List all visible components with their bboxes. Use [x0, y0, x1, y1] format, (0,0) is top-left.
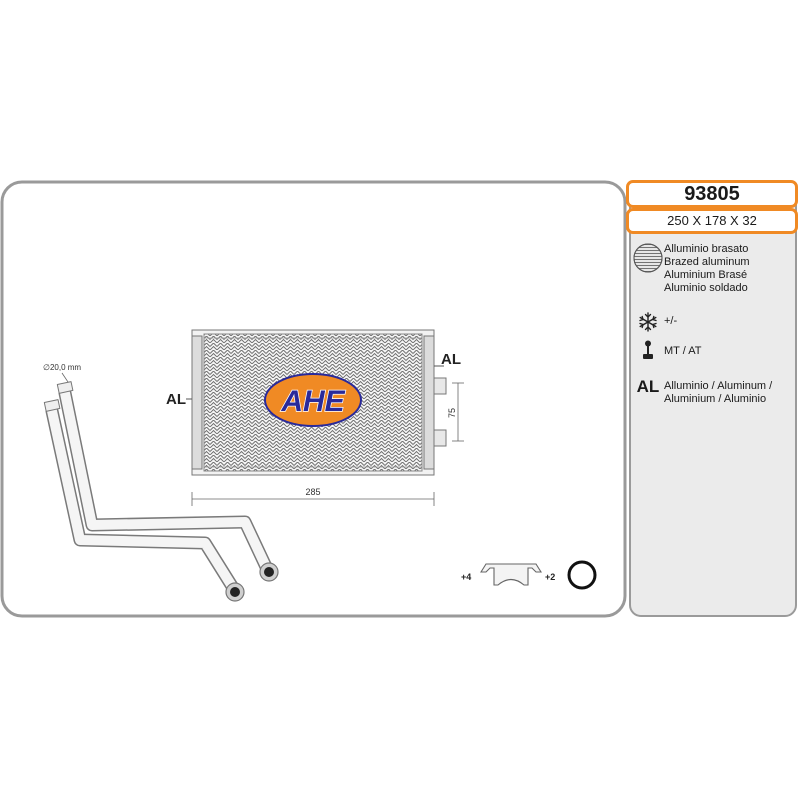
brazed-line-es: Aluminio soldado: [664, 282, 748, 294]
ac-label: +/-: [664, 315, 678, 327]
spec-ac: +/-: [632, 312, 792, 332]
material-line-1: Alluminio / Aluminum /: [664, 380, 773, 392]
mounting-clip-icon: [480, 563, 542, 586]
pipe-ends: [225, 562, 279, 602]
transmission-label: MT / AT: [664, 345, 702, 357]
dimensions: 250 X 178 X 32: [626, 208, 798, 234]
logo-text: AHE: [280, 385, 345, 418]
width-label: 285: [305, 487, 320, 497]
brazed-line-it: Alluminio brasato: [664, 243, 749, 255]
part-number: 93805: [626, 180, 798, 208]
brazed-line-en: Brazed aluminum: [664, 256, 750, 268]
ahe-logo: AHE: [264, 373, 362, 427]
snowflake-icon: [632, 312, 664, 332]
o-ring-icon: [567, 560, 597, 590]
inlet-port: [433, 377, 447, 395]
brazed-line-fr: Aluminium Brasé: [664, 269, 748, 281]
brazed-core-icon: [632, 243, 664, 273]
core-material-left: AL: [166, 391, 186, 408]
gear-lever-icon: [632, 340, 664, 360]
pipe-diameter-label: ∅20,0 mm: [43, 363, 81, 372]
heater-pipes: [43, 381, 275, 598]
aluminium-icon: AL: [636, 377, 660, 396]
core-material-right: AL: [441, 351, 461, 368]
spec-transmission: MT / AT: [632, 340, 792, 360]
oring-quantity: +2: [545, 572, 555, 582]
outlet-port: [433, 429, 447, 447]
port-spacing-label: 75: [447, 408, 457, 418]
spec-brazed: Alluminio brasato Brazed aluminum Alumin…: [632, 243, 792, 295]
port-spacing-dimension: [452, 382, 464, 442]
width-dimension: [191, 492, 435, 506]
clip-quantity: +4: [461, 572, 471, 582]
spec-material: AL Alluminio / Aluminum / Aluminium / Al…: [632, 378, 792, 406]
material-line-2: Aluminium / Aluminio: [664, 393, 767, 405]
